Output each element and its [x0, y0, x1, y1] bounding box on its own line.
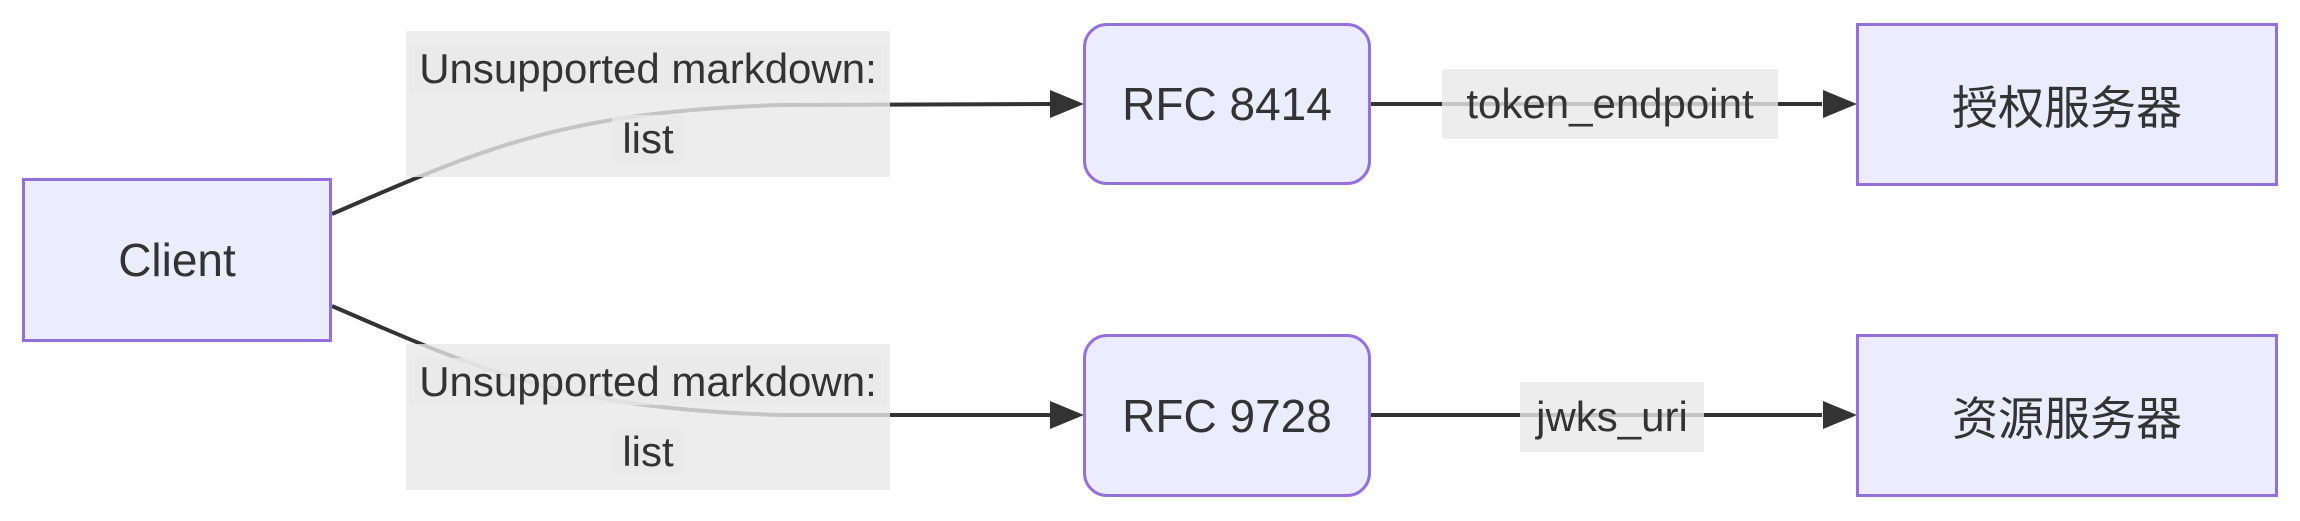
- edge-label-line1-text: Unsupported markdown:: [409, 45, 887, 92]
- edge-label-jwks-uri: jwks_uri: [1520, 382, 1704, 452]
- arrowhead-resource-server-icon: [1823, 401, 1857, 429]
- edge-label-token-endpoint: token_endpoint: [1442, 69, 1778, 139]
- arrowhead-rfc9728-icon: [1050, 401, 1084, 429]
- node-rfc-9728: RFC 9728: [1083, 334, 1371, 497]
- node-client: Client: [22, 178, 332, 342]
- arrowhead-rfc8414-icon: [1050, 90, 1084, 118]
- node-client-label: Client: [118, 234, 236, 286]
- arrowhead-auth-server-icon: [1823, 90, 1857, 118]
- node-auth-server-label: 授权服务器: [1952, 81, 2182, 134]
- edge-label-line1-text: Unsupported markdown:: [409, 358, 887, 405]
- edge-label-client-rfc8414: Unsupported markdown: list: [406, 31, 890, 177]
- edge-label-line2: list: [406, 104, 890, 174]
- edge-label-line1: Unsupported markdown:: [406, 347, 890, 417]
- edge-label-line2-text: list: [612, 115, 684, 162]
- edge-label-line2: list: [406, 417, 890, 487]
- node-rfc-8414-label: RFC 8414: [1122, 78, 1332, 130]
- edge-label-token-endpoint-text: token_endpoint: [1466, 80, 1754, 127]
- node-rfc-8414: RFC 8414: [1083, 23, 1371, 185]
- edge-label-line2-text: list: [612, 428, 684, 475]
- edge-label-client-rfc9728: Unsupported markdown: list: [406, 344, 890, 490]
- node-resource-server: 资源服务器: [1856, 334, 2278, 497]
- edge-label-jwks-uri-text: jwks_uri: [1536, 393, 1688, 440]
- edge-label-line1: Unsupported markdown:: [406, 34, 890, 104]
- node-rfc-9728-label: RFC 9728: [1122, 389, 1332, 442]
- node-resource-server-label: 资源服务器: [1952, 392, 2182, 445]
- node-auth-server: 授权服务器: [1856, 23, 2278, 186]
